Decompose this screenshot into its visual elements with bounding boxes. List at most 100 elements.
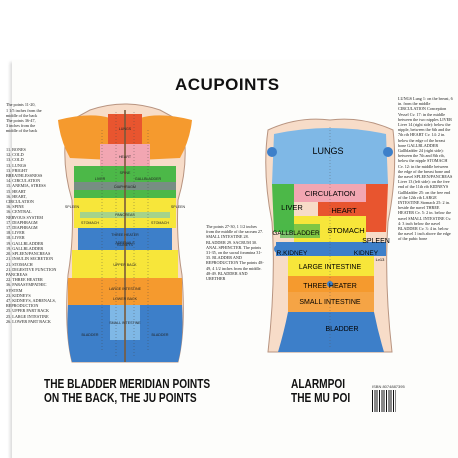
caption-right-line-1: ALARMPOI — [291, 377, 346, 391]
left-note-item: 47. KIDNEYS, ADRENALS, — [6, 297, 56, 303]
right-notes: LUNGS Lung 1: on the breast, 6 in. from … — [398, 96, 453, 242]
left-note-item: 17. DIAPHRAGM — [6, 219, 38, 225]
back-label: THREE HEATER — [111, 233, 139, 237]
front-zone-liver — [272, 184, 294, 232]
lung-point-left — [383, 147, 393, 157]
left-note-item: 23. KIDNEYS — [6, 292, 31, 298]
left-note-item: 18. LIVER — [6, 235, 25, 241]
front-zone-spleen — [366, 184, 388, 232]
left-note-item: 16. CENTRAL — [6, 209, 32, 215]
front-label-liver: LIVER — [281, 203, 303, 212]
left-note-item: 21. STOMACH — [6, 261, 33, 267]
left-note-item: 36. PARASYMPATHIC — [6, 282, 47, 288]
left-note-item: 18. LIVER — [6, 230, 25, 236]
back-label: SPINE — [120, 171, 131, 175]
left-note-item: 13. COLD — [6, 157, 24, 163]
front-label-small-intestine: SMALL INTESTINE — [299, 299, 361, 306]
back-label: DIAPHRAGM — [114, 185, 136, 189]
left-note-item: 13. FRIGHT — [6, 167, 28, 173]
back-labels: SPLEEN SPLEEN PANCREAS STOMACH STOMACH THREE … — [65, 127, 186, 337]
r-kidney-point — [274, 245, 282, 253]
left-note-item: 21. DIGESTIVE FUNCTION — [6, 266, 57, 272]
left-note-item: 19. GALLBLADDER — [6, 245, 44, 251]
back-label: GALLBLADDER — [135, 177, 162, 181]
caption-right: ALARMPOI THE MU POI — [291, 377, 369, 405]
back-label: HEART — [119, 155, 132, 159]
left-note-item: BREATHLESSNESS — [6, 173, 43, 179]
caption-left-line-1: THE BLADDER MERIDIAN POINTS — [44, 376, 211, 391]
caption-right-line-2: THE MU POI — [291, 391, 351, 405]
isbn-text: ISBN 8074887395 — [372, 384, 405, 389]
front-label-lv13: Lv13 — [376, 257, 385, 262]
front-label-r-kidney: R.KIDNEY — [277, 250, 308, 257]
front-figure: LUNGS CIRCULATION LIVER HEART GALLBLADDE… — [265, 118, 396, 353]
left-note-item: 14. CIRCULATION — [6, 178, 41, 184]
front-zone-large-intestine — [288, 256, 374, 276]
left-note-item: REPRODUCTION — [6, 303, 39, 309]
kidney-point — [378, 245, 386, 253]
back-label: STOMACH — [81, 221, 99, 225]
left-note-item: 22. THREE HEATER — [6, 277, 43, 283]
left-note-item: 11. BONES — [6, 147, 26, 153]
middle-notes: The points 27-30, 1 1/2 inches from the … — [206, 224, 264, 282]
front-label-heart: HEART — [331, 206, 357, 215]
front-zone-gallbladder — [280, 224, 320, 238]
back-label: STOMACH — [151, 221, 169, 225]
front-zone-bladder — [278, 312, 384, 352]
left-note-item: 19. GALLBLADDER — [6, 240, 44, 246]
back-label: LUNGS — [119, 127, 132, 131]
left-notes-intro: The points 11-20, 1 1/5 inches from the … — [6, 102, 42, 134]
left-note-item: 13. LUNGS — [6, 162, 27, 168]
back-label: KIDNEYS — [117, 243, 133, 247]
left-note-item: PANCREAS — [6, 271, 28, 277]
caption-left: THE BLADDER MERIDIAN POINTS ON THE BACK,… — [44, 377, 210, 405]
left-note-item: 15. ANEMIA, STRESS — [6, 183, 46, 189]
back-label: LARGE INTESTINE — [109, 287, 142, 291]
left-note-item: 26. LOWER PART BACK — [6, 318, 51, 324]
back-label: BLADDER — [82, 333, 99, 337]
left-note-item: 25. UPPER PART BACK — [6, 308, 50, 314]
front-label-large-intestine: LARGE INTESTINE — [299, 264, 362, 271]
left-note-item: CIRCULATION — [6, 199, 34, 205]
front-zone-lungs — [272, 128, 388, 184]
back-label: SMALL INTESTINE — [109, 321, 141, 325]
front-label-kidney: KIDNEY — [354, 250, 379, 257]
front-label-lungs: LUNGS — [312, 146, 343, 156]
left-note-item: 20. SPLEEN/PANCREAS — [6, 251, 51, 257]
back-label: SPLEEN — [171, 205, 186, 209]
barcode — [372, 390, 396, 412]
front-label-circulation: CIRCULATION — [305, 189, 355, 198]
left-note-item: 12. COLD — [6, 152, 24, 158]
back-label: LOWER BACK — [113, 297, 138, 301]
back-label: SPLEEN — [65, 205, 80, 209]
left-note-item: 21. INSULIN SECRETION — [6, 256, 54, 262]
front-label-three-heater: THREE HEATER — [303, 283, 357, 290]
back-zone-shoulders-right — [138, 115, 192, 160]
front-label-gallbladder: GALLBLADDER — [272, 230, 320, 237]
left-note-item: 15. HEART — [6, 188, 26, 194]
front-label-bladder: BLADDER — [325, 326, 358, 333]
left-note-item: 25. LARGE INTESTINE — [6, 313, 49, 319]
left-note-item: SYSTEM — [6, 287, 23, 293]
back-figure: SPLEEN SPLEEN PANCREAS STOMACH STOMACH THREE … — [58, 103, 192, 363]
back-label: PANCREAS — [115, 213, 135, 217]
left-note-item: 16. HEART, — [6, 193, 27, 199]
caption-left-line-2: ON THE BACK, THE JU POINTS — [44, 390, 197, 405]
navel-point — [327, 281, 333, 287]
page-title: ACUPOINTS — [175, 75, 280, 94]
front-label-stomach: STOMACH — [327, 226, 364, 235]
front-label-spleen: SPLEEN — [362, 238, 390, 245]
back-label: LIVER — [95, 177, 106, 181]
back-label: BLADDER — [152, 333, 169, 337]
left-note-item: 17. DIAPHRAGM — [6, 225, 38, 231]
front-zone-small-intestine — [288, 292, 374, 312]
lung-point-right — [267, 147, 277, 157]
back-label: UPPER BACK — [113, 263, 137, 267]
left-note-item: NERVOUS SYSTEM — [6, 214, 44, 220]
back-label: ADRENALS — [115, 241, 135, 245]
left-note-item: 16. SPINE — [6, 204, 24, 210]
front-zone-kidneys — [276, 242, 386, 256]
left-notes: The points 11-20, 1 1/5 inches from the … — [6, 92, 57, 329]
bladder-point — [326, 323, 334, 331]
